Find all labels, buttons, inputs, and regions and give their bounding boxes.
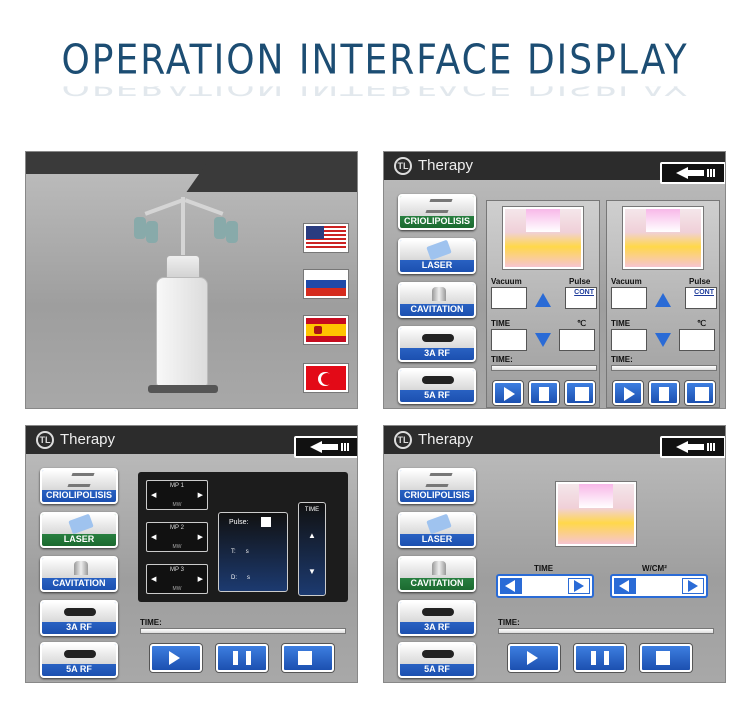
rf5-button[interactable]: 5A RF bbox=[40, 642, 118, 678]
laser-button[interactable]: LASER bbox=[398, 512, 476, 548]
power-increase-button[interactable] bbox=[682, 578, 704, 594]
rf-handpiece-icon bbox=[422, 608, 454, 616]
machine-image bbox=[126, 187, 246, 397]
cavitation-probe-icon bbox=[74, 561, 88, 575]
stop-button[interactable] bbox=[565, 381, 595, 405]
brand-logo: TL bbox=[394, 431, 412, 449]
criolipolisis-panel: TL Therapy CRIOLIPOLISIS LASER CAVITATIO… bbox=[383, 151, 726, 409]
headline-reflection: OPERATION INTERFACE DISPLAY bbox=[61, 86, 689, 100]
time-adjuster: TIME ▲ ▼ bbox=[298, 502, 326, 596]
pulse-mode-selector[interactable]: CONT bbox=[685, 287, 717, 309]
time-value bbox=[491, 329, 527, 351]
value-down-arrow[interactable] bbox=[535, 333, 551, 347]
play-button[interactable] bbox=[508, 644, 560, 672]
vacuum-value bbox=[491, 287, 527, 309]
rf-handpiece-icon bbox=[64, 608, 96, 616]
pulse-checkbox[interactable] bbox=[261, 517, 271, 527]
rf3-button[interactable]: 3A RF bbox=[398, 600, 476, 636]
pause-button[interactable] bbox=[529, 381, 559, 405]
flag-russia-button[interactable] bbox=[304, 270, 348, 298]
cryo-handpiece-icon bbox=[425, 199, 453, 213]
time-progress-bar bbox=[498, 628, 714, 634]
screen-title: Therapy bbox=[418, 431, 474, 448]
time-down-arrow[interactable]: ▼ bbox=[308, 567, 316, 576]
time-up-arrow[interactable]: ▲ bbox=[308, 531, 316, 540]
play-button[interactable] bbox=[150, 644, 202, 672]
cavitation-button[interactable]: CAVITATION bbox=[398, 556, 476, 592]
time-progress-bar bbox=[611, 365, 717, 371]
cavitation-probe-icon bbox=[432, 561, 446, 575]
time-decrease-button[interactable] bbox=[500, 578, 522, 594]
mp3-selector[interactable]: MP 3 MW bbox=[146, 564, 208, 594]
flag-turkey-button[interactable] bbox=[304, 364, 348, 392]
laser-button[interactable]: LASER bbox=[398, 238, 476, 274]
rf-handpiece-icon bbox=[422, 376, 454, 384]
screen-title: Therapy bbox=[418, 157, 474, 174]
tissue-illustration bbox=[503, 207, 583, 269]
time-value bbox=[611, 329, 647, 351]
laser-panel: TL Therapy CRIOLIPOLISIS LASER CAVITATIO… bbox=[25, 425, 358, 683]
pause-button[interactable] bbox=[216, 644, 268, 672]
pulse-mode-selector[interactable]: CONT bbox=[565, 287, 597, 309]
flag-spain-button[interactable] bbox=[304, 316, 348, 344]
cryo-channel-1: Vacuum Pulse CONT TIME ℃ TIME: bbox=[486, 200, 600, 408]
flag-usa-button[interactable] bbox=[304, 224, 348, 252]
time-increase-button[interactable] bbox=[568, 578, 590, 594]
time-progress-bar bbox=[140, 628, 346, 634]
power-decrease-button[interactable] bbox=[614, 578, 636, 594]
panel-topbar: TL Therapy bbox=[26, 426, 357, 454]
rf3-button[interactable]: 3A RF bbox=[40, 600, 118, 636]
mp1-selector[interactable]: MP 1 MW bbox=[146, 480, 208, 510]
cavitation-probe-icon bbox=[432, 287, 446, 301]
language-panel bbox=[25, 151, 358, 409]
vacuum-value bbox=[611, 287, 647, 309]
rf-handpiece-icon bbox=[64, 650, 96, 658]
laser-pad-icon bbox=[68, 514, 94, 535]
cryo-handpiece-icon bbox=[425, 473, 453, 487]
back-button[interactable] bbox=[294, 436, 357, 458]
rf3-button[interactable]: 3A RF bbox=[398, 326, 476, 362]
value-down-arrow[interactable] bbox=[655, 333, 671, 347]
laser-pad-icon bbox=[426, 240, 452, 261]
criolipolisis-button[interactable]: CRIOLIPOLISIS bbox=[398, 468, 476, 504]
pause-button[interactable] bbox=[649, 381, 679, 405]
brand-logo: TL bbox=[36, 431, 54, 449]
rf5-button[interactable]: 5A RF bbox=[398, 368, 476, 404]
time-progress-bar bbox=[491, 365, 597, 371]
rf-handpiece-icon bbox=[422, 334, 454, 342]
laser-button[interactable]: LASER bbox=[40, 512, 118, 548]
rf-handpiece-icon bbox=[422, 650, 454, 658]
brand-logo: TL bbox=[394, 157, 412, 175]
laser-controls: MP 1 MW MP 2 MW MP 3 MW Pulse: T: s D: s… bbox=[138, 472, 348, 602]
laser-pad-icon bbox=[426, 514, 452, 535]
criolipolisis-button[interactable]: CRIOLIPOLISIS bbox=[40, 468, 118, 504]
cryo-handpiece-icon bbox=[67, 473, 95, 487]
back-button[interactable] bbox=[660, 162, 725, 184]
temperature-value bbox=[679, 329, 715, 351]
pause-button[interactable] bbox=[574, 644, 626, 672]
screen-title: Therapy bbox=[60, 431, 116, 448]
back-button[interactable] bbox=[660, 436, 725, 458]
criolipolisis-button[interactable]: CRIOLIPOLISIS bbox=[398, 194, 476, 230]
cavitation-button[interactable]: CAVITATION bbox=[398, 282, 476, 318]
rf5-button[interactable]: 5A RF bbox=[398, 642, 476, 678]
stop-button[interactable] bbox=[640, 644, 692, 672]
play-button[interactable] bbox=[493, 381, 523, 405]
pulse-settings: Pulse: T: s D: s bbox=[218, 512, 288, 592]
vacuum-up-arrow[interactable] bbox=[655, 293, 671, 307]
cryo-channel-2: Vacuum Pulse CONT TIME ℃ TIME: bbox=[606, 200, 720, 408]
vacuum-up-arrow[interactable] bbox=[535, 293, 551, 307]
mp2-selector[interactable]: MP 2 MW bbox=[146, 522, 208, 552]
temperature-value bbox=[559, 329, 595, 351]
stop-button[interactable] bbox=[685, 381, 715, 405]
cavitation-illustration bbox=[556, 482, 636, 546]
play-button[interactable] bbox=[613, 381, 643, 405]
tissue-illustration bbox=[623, 207, 703, 269]
cavitation-panel: TL Therapy CRIOLIPOLISIS LASER CAVITATIO… bbox=[383, 425, 726, 683]
power-slider[interactable] bbox=[610, 574, 708, 598]
stop-button[interactable] bbox=[282, 644, 334, 672]
page-headline: OPERATION INTERFACE DISPLAY bbox=[61, 36, 689, 85]
time-slider[interactable] bbox=[496, 574, 594, 598]
cavitation-button[interactable]: CAVITATION bbox=[40, 556, 118, 592]
